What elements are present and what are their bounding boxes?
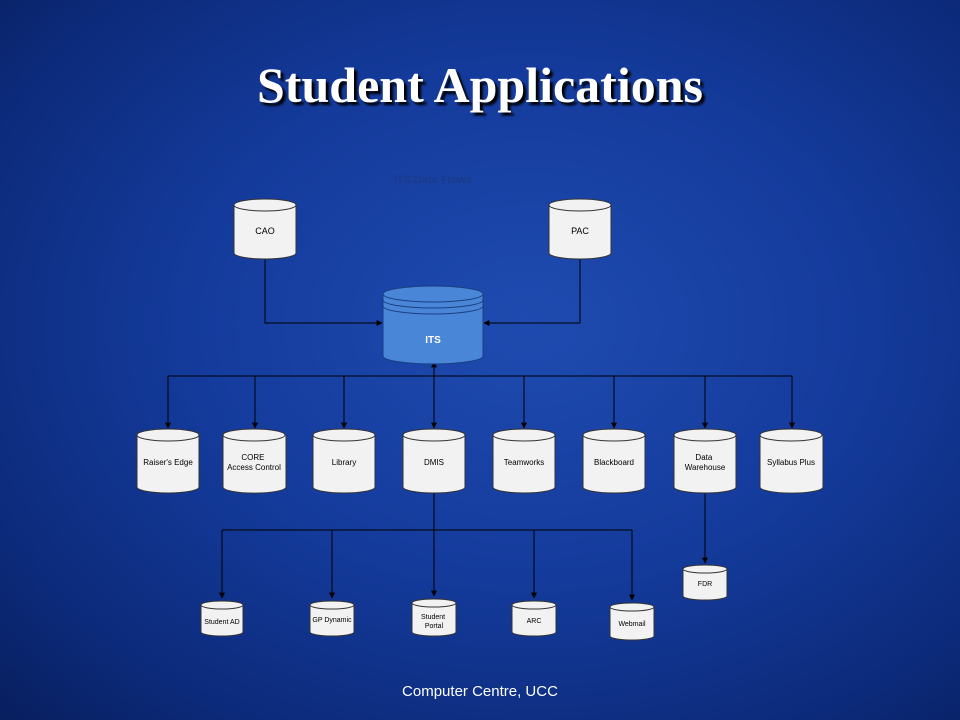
node-core-access-control: CORE Access Control [222, 428, 287, 494]
svg-text:Webmail: Webmail [618, 621, 646, 628]
diagram-title: ITS Data Flows [394, 174, 472, 186]
node-data-warehouse: Data Warehouse [673, 428, 737, 494]
svg-text:Student AD: Student AD [204, 619, 239, 626]
svg-text:ITS: ITS [425, 335, 441, 346]
slide-title: Student Applications [257, 57, 703, 113]
svg-text:Syllabus Plus: Syllabus Plus [767, 458, 815, 467]
connector-lines [165, 258, 795, 601]
cao-to-its-arrow [264, 258, 383, 326]
slide-footer: Computer Centre, UCC [402, 683, 558, 700]
svg-text:CAO: CAO [255, 226, 275, 236]
node-cao: CAO [233, 198, 297, 260]
svg-text:Teamworks: Teamworks [504, 458, 544, 467]
svg-text:ARC: ARC [527, 618, 542, 625]
node-webmail: Webmail [609, 602, 655, 641]
warehouse-label: Data Warehouse [685, 453, 726, 472]
node-library: Library [312, 428, 376, 494]
node-raisers-edge: Raiser's Edge [136, 428, 200, 494]
core-label: CORE Access Control [227, 453, 281, 472]
node-gp-dynamic: GP Dynamic [309, 600, 355, 637]
svg-text:GP Dynamic: GP Dynamic [312, 617, 352, 624]
node-its-hub: ITS [382, 285, 484, 365]
svg-text:Raiser's Edge: Raiser's Edge [143, 458, 193, 467]
node-teamworks: Teamworks [492, 428, 556, 494]
svg-text:Library: Library [332, 458, 356, 467]
node-blackboard: Blackboard [582, 428, 646, 494]
svg-text:Blackboard: Blackboard [594, 458, 634, 467]
node-student-ad: Student AD [200, 600, 244, 637]
svg-text:DMIS: DMIS [424, 458, 444, 467]
node-dmis: DMIS [402, 428, 466, 494]
node-syllabus-plus: Syllabus Plus [759, 428, 824, 494]
node-pac: PAC [548, 198, 612, 260]
node-student-portal: Student Portal [411, 598, 457, 637]
svg-text:FDR: FDR [698, 581, 712, 588]
pac-to-its-arrow [483, 258, 581, 326]
svg-text:PAC: PAC [571, 226, 589, 236]
student-portal-label: Student Portal [421, 614, 447, 630]
node-arc: ARC [511, 600, 557, 637]
node-fdr: FDR [682, 564, 728, 601]
